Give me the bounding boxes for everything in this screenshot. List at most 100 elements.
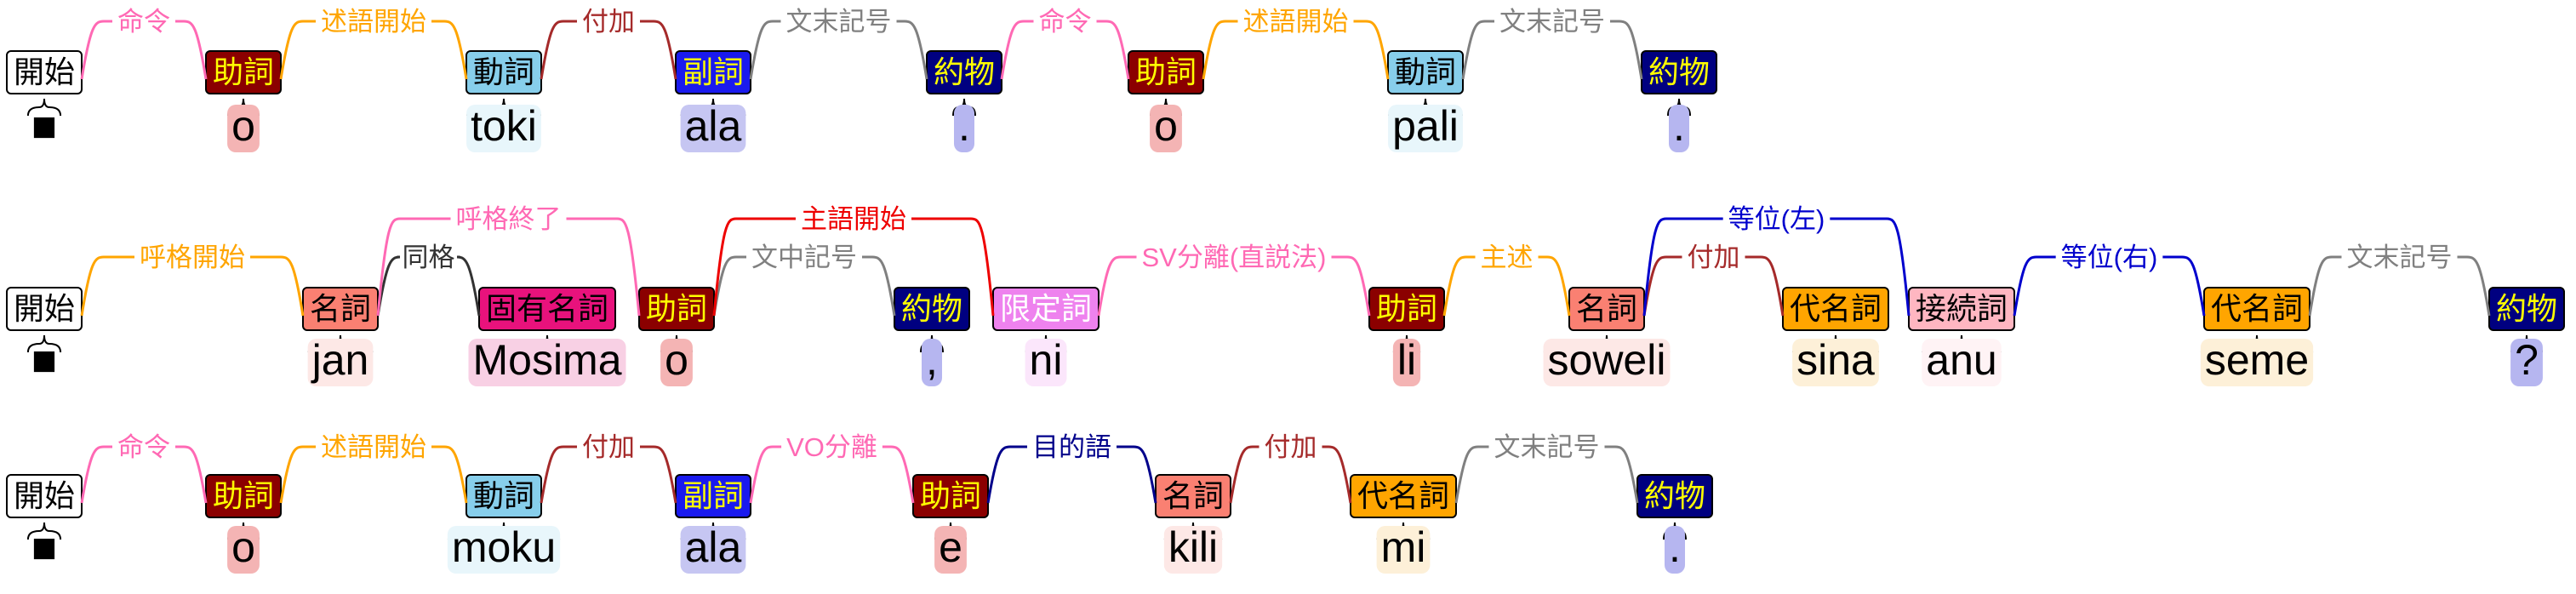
token-highlight (1392, 339, 1421, 386)
dependency-arc: 呼格終了 (376, 204, 641, 317)
pos-tag-label: 動詞 (473, 478, 534, 513)
arc-left-segment (1442, 255, 1476, 317)
arc-label: 付加 (1688, 243, 1740, 272)
token-word: kili (1168, 523, 1218, 571)
token-highlight (1669, 105, 1689, 152)
sentence-row-3: 開始■助詞o動詞moku副詞ala助詞e名詞kili代名詞mi約物.命令述語開始… (5, 432, 1714, 574)
dependency-arc: 文末記号 (1461, 7, 1643, 80)
dependency-arc: 付加 (1229, 432, 1352, 504)
token-3-1: 開始 ■ (5, 474, 83, 571)
pos-tag-label: 代名詞 (1790, 291, 1882, 326)
arc-right-segment (456, 255, 481, 317)
token-highlight (466, 105, 541, 152)
dependency-arc: 述語開始 (279, 7, 468, 80)
dependency-arc: 主語開始 (712, 204, 995, 317)
token-word: e (939, 523, 962, 571)
token-3-2: 助詞 o (204, 474, 283, 574)
arc-label: 述語開始 (321, 432, 426, 462)
arc-right-segment (896, 20, 928, 80)
token-highlight (1150, 105, 1182, 152)
arc-right-segment (2457, 255, 2491, 317)
arc-right-segment (1610, 20, 1643, 80)
arc-right-segment (640, 445, 677, 504)
arc-right-segment (1322, 445, 1352, 504)
arc-label: 文末記号 (1494, 432, 1600, 462)
token-word: . (1669, 523, 1681, 571)
token-2-1: 開始■ (5, 287, 83, 384)
token-word: ■ (31, 102, 57, 150)
arc-left-segment (1000, 20, 1034, 80)
pos-tag-label: 接続詞 (1916, 291, 2008, 326)
token-1-5: 約物. (925, 50, 1003, 152)
dependency-arc: 目的語 (986, 432, 1157, 504)
token-highlight (1792, 339, 1879, 386)
arc-label: 命令 (1039, 7, 1092, 37)
dependency-arc: 付加 (540, 432, 677, 504)
arc-left-segment (1461, 20, 1494, 80)
token-word: jan (311, 336, 369, 384)
arc-label: 目的語 (1032, 432, 1111, 462)
pos-tag-label: 動詞 (1395, 54, 1456, 89)
dependency-arc: 付加 (1642, 243, 1785, 317)
token-highlight (227, 105, 260, 152)
pos-tag-label: 開始 (14, 478, 75, 513)
token-word: o (231, 523, 255, 571)
arc-left-segment (1097, 255, 1137, 317)
arc-left-segment (279, 20, 316, 80)
token-word: , (926, 336, 938, 384)
arc-left-segment (80, 20, 112, 80)
pos-tag-label: 固有名詞 (486, 291, 608, 326)
pos-tag-label: 約物 (901, 291, 962, 326)
pos-tag-label: 限定詞 (1000, 291, 1092, 326)
token-highlight (922, 339, 942, 386)
arc-right-segment (1331, 255, 1371, 317)
arc-label: 等位(左) (1728, 204, 1825, 234)
pos-tag-label: 代名詞 (2211, 291, 2303, 326)
arc-left-segment (2308, 255, 2342, 317)
arc-right-segment (1745, 255, 1785, 317)
token-word: sina (1796, 336, 1875, 384)
arc-label: 付加 (582, 7, 635, 37)
arc-left-segment (540, 445, 577, 504)
token-highlight (227, 526, 260, 574)
token-highlight (447, 526, 561, 574)
arc-right-segment (1604, 445, 1639, 504)
arc-left-segment (1202, 20, 1238, 80)
token-word: anu (1926, 336, 1996, 384)
dependency-arc: 文末記号 (1454, 432, 1639, 504)
token-brace (26, 98, 62, 117)
token-word: o (231, 102, 255, 150)
arc-left-segment (986, 445, 1027, 504)
token-highlight (1163, 526, 1223, 574)
token-brace (26, 522, 62, 540)
token-1-1: 開始■ (5, 50, 83, 150)
arc-label: 付加 (1265, 432, 1317, 462)
token-highlight (680, 105, 746, 152)
token-highlight (468, 339, 626, 386)
arc-right-segment (566, 217, 641, 317)
token-word: ■ (31, 523, 57, 571)
pos-tag-label: 約物 (1648, 54, 1710, 89)
arc-right-segment (1538, 255, 1571, 317)
dependency-arc: 同格 (376, 243, 481, 317)
arc-left-segment (1229, 445, 1259, 504)
token-1-8: 約物. (1640, 50, 1718, 152)
dependency-arc: 呼格開始 (80, 243, 305, 317)
arc-label: 文末記号 (2347, 243, 2453, 272)
arc-right-segment (175, 20, 208, 80)
pos-tag-label: 約物 (2496, 291, 2557, 326)
pos-tag-label: 助詞 (213, 478, 274, 513)
token-word: o (1154, 102, 1178, 150)
token-word: ala (685, 102, 742, 150)
arc-left-segment (540, 20, 577, 80)
dependency-arc: 述語開始 (1202, 7, 1390, 80)
token-highlight (1388, 105, 1463, 152)
arc-label: 呼格開始 (140, 243, 245, 272)
